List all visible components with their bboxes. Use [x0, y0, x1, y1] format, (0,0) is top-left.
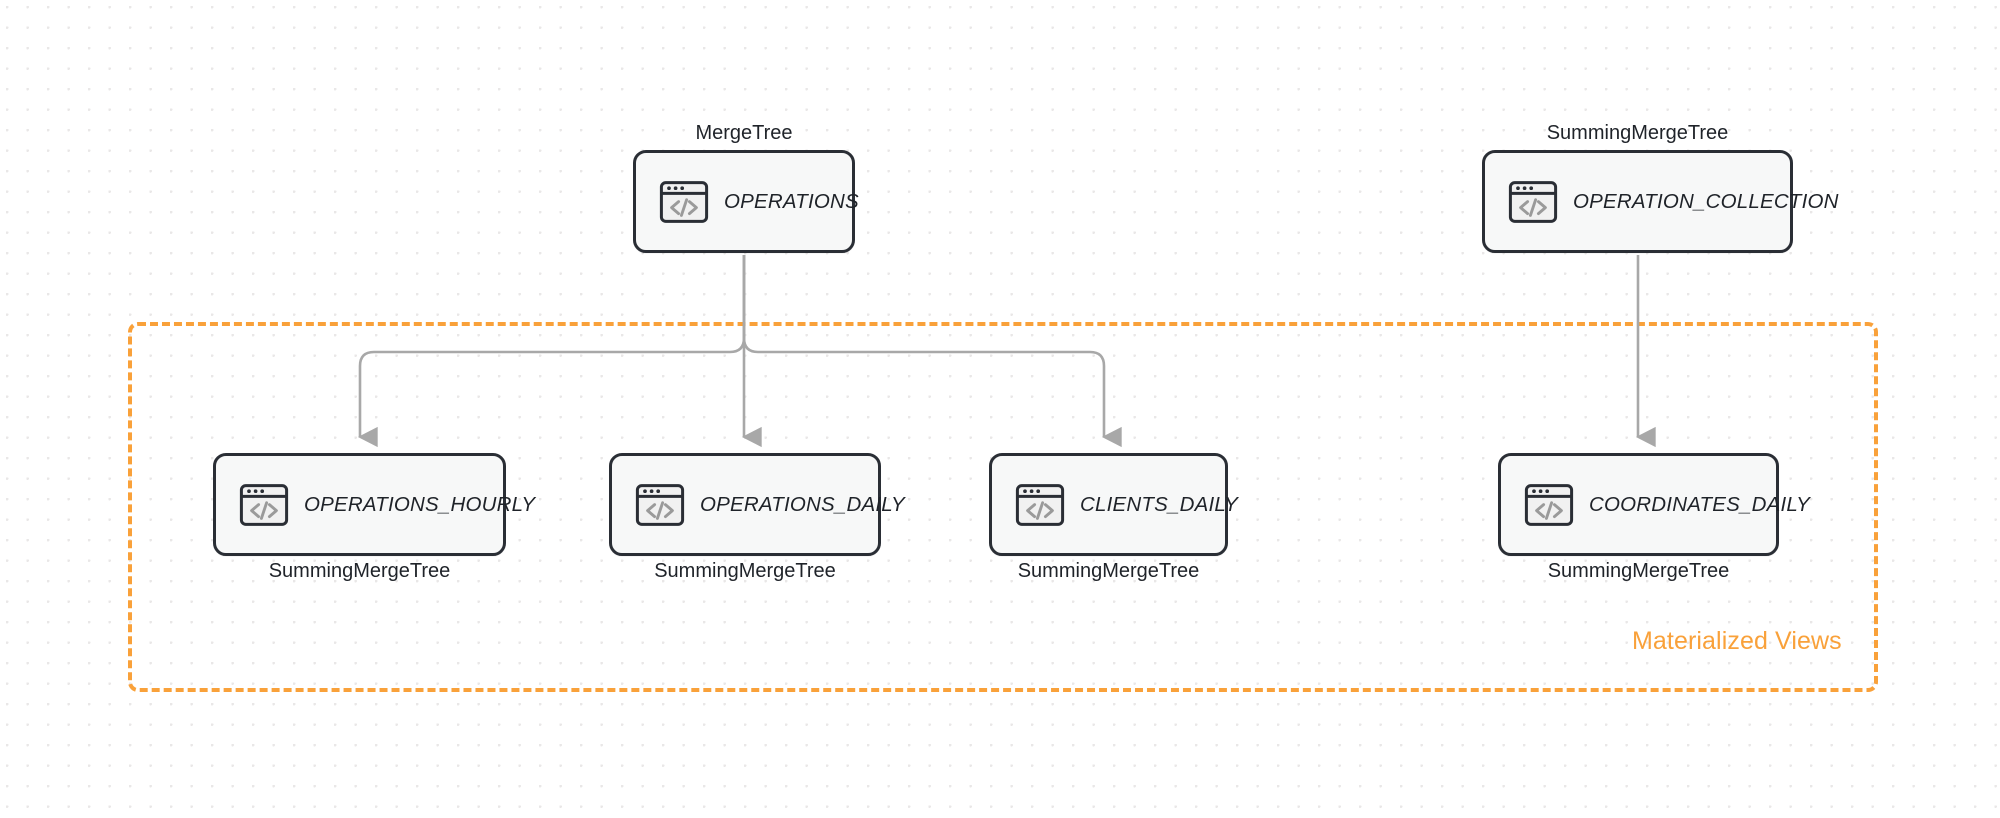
node-operation-collection[interactable]: OPERATION_COLLECTION: [1482, 150, 1838, 253]
node-title-operations-hourly: OPERATIONS_HOURLY: [304, 492, 536, 516]
engine-label-coordinates-daily: SummingMergeTree: [1547, 560, 1730, 582]
code-window-icon: [634, 479, 686, 531]
node-title-operation-collection: OPERATION_COLLECTION: [1573, 189, 1839, 213]
code-window-icon: [1014, 479, 1066, 531]
node-operations-daily[interactable]: OPERATIONS_DAILY: [609, 453, 905, 556]
materialized-views-group-label: Materialized Views: [1632, 627, 1842, 655]
code-window-icon: [1523, 479, 1575, 531]
node-coordinates-daily[interactable]: COORDINATES_DAILY: [1498, 453, 1810, 556]
engine-label-clients-daily: SummingMergeTree: [1017, 560, 1200, 582]
engine-label-operations-hourly: SummingMergeTree: [268, 560, 451, 582]
node-title-operations-daily: OPERATIONS_DAILY: [700, 492, 905, 516]
engine-label-operations: MergeTree: [695, 122, 793, 144]
node-title-coordinates-daily: COORDINATES_DAILY: [1589, 492, 1810, 516]
engine-label-operations-daily: SummingMergeTree: [654, 560, 836, 582]
engine-label-operation-collection: SummingMergeTree: [1546, 122, 1729, 144]
code-window-icon: [1507, 176, 1559, 228]
code-window-icon: [658, 176, 710, 228]
code-window-icon: [238, 479, 290, 531]
node-operations-hourly[interactable]: OPERATIONS_HOURLY: [213, 453, 535, 556]
node-clients-daily[interactable]: CLIENTS_DAILY: [989, 453, 1238, 556]
node-title-clients-daily: CLIENTS_DAILY: [1080, 492, 1238, 516]
node-operations[interactable]: OPERATIONS: [633, 150, 859, 253]
node-title-operations: OPERATIONS: [724, 189, 859, 213]
